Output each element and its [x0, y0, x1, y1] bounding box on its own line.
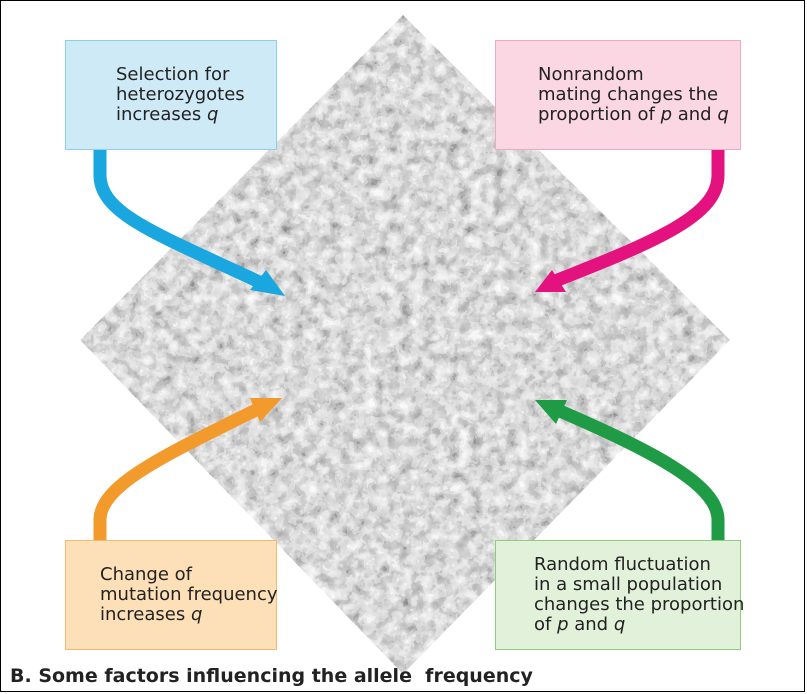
box-text-line: Change of — [100, 564, 192, 585]
variable-q: q — [190, 604, 203, 625]
selection-heterozygotes-box: Selection for heterozygotes increases q — [65, 40, 277, 150]
box-text-line: heterozygotes — [116, 84, 245, 105]
box-text-line: Nonrandom — [538, 64, 644, 85]
box-text-line: Selection for — [116, 64, 230, 85]
text-fragment: increases — [116, 104, 207, 125]
text-fragment: increases — [100, 604, 191, 625]
mutation-frequency-box: Change of mutation frequency increases q — [65, 540, 278, 650]
bottom-right-arrowhead — [535, 400, 567, 424]
variable-q: q — [206, 104, 219, 125]
bottom-left-arrow — [93, 401, 265, 540]
top-left-arrow — [93, 150, 273, 293]
nonrandom-mating-box: Nonrandom mating changes the proportion … — [495, 40, 741, 150]
variable-q: q — [717, 104, 729, 125]
box-text-line: in a small population — [534, 574, 723, 595]
box-text-line: changes the proportion — [534, 594, 745, 615]
top-left-arrowhead — [250, 270, 285, 296]
text-fragment: and — [568, 614, 614, 635]
box-text-line: mutation frequency — [100, 584, 278, 605]
variable-p: p — [557, 614, 569, 635]
top-right-arrow — [547, 150, 725, 290]
box-text-line: of p and q — [534, 615, 740, 635]
box-text-line: proportion of p and q — [538, 105, 740, 125]
random-fluctuation-box: Random fluctuation in a small population… — [495, 540, 745, 650]
box-text-line: mating changes the — [538, 84, 719, 105]
bottom-left-arrowhead — [250, 398, 282, 422]
text-fragment: proportion of — [538, 104, 661, 125]
box-text-line: increases q — [116, 105, 276, 125]
figure-caption: B. Some factors influencing the allele f… — [10, 665, 533, 687]
top-right-arrowhead — [535, 270, 566, 292]
text-fragment: of — [534, 614, 558, 635]
box-text-line: increases q — [100, 605, 276, 625]
bottom-right-arrow — [550, 402, 725, 540]
variable-q: q — [613, 614, 626, 635]
variable-p: p — [660, 104, 672, 125]
box-text-line: Random fluctuation — [534, 554, 711, 575]
text-fragment: and — [672, 104, 718, 125]
